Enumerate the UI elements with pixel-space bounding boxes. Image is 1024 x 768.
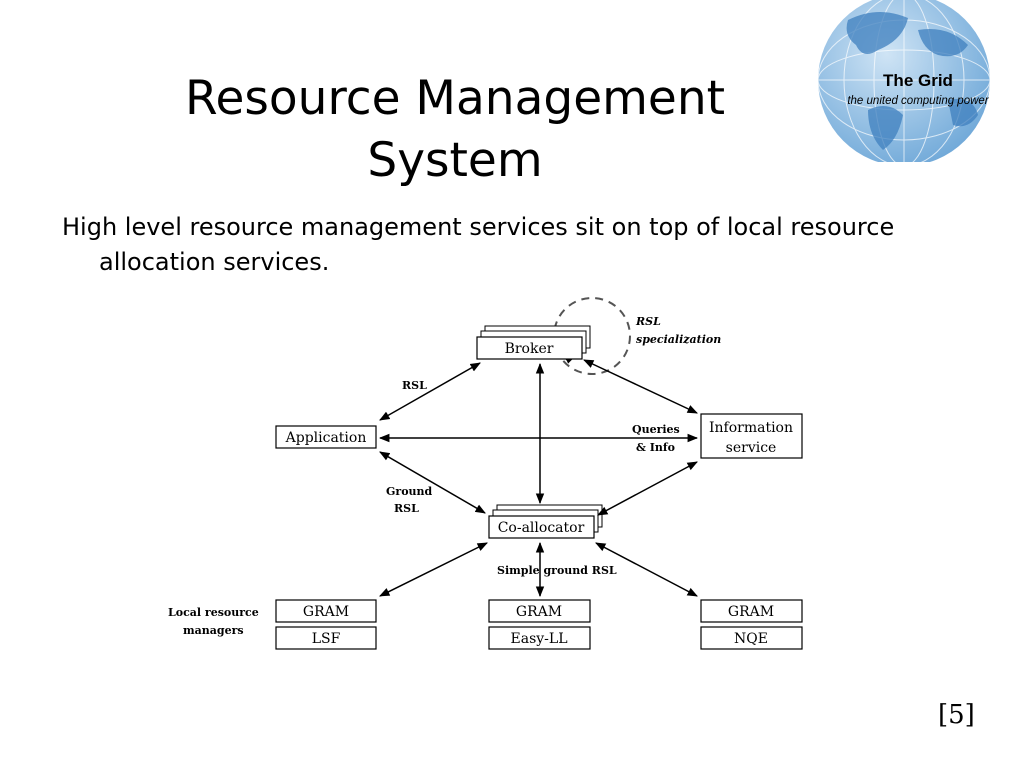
- edge-application-coallocator: [379, 451, 486, 514]
- slide-body-text: High level resource management services …: [62, 213, 895, 276]
- lsf-label: LSF: [312, 631, 341, 647]
- coallocator-node: Co-allocator: [488, 504, 603, 539]
- label-queries-1: Queries: [632, 423, 680, 436]
- edge-coallocator-gram-left: [379, 542, 488, 597]
- gram-lsf-node: GRAM LSF: [275, 599, 377, 650]
- information-service-node: Information service: [700, 413, 803, 459]
- citation: [5]: [938, 700, 975, 730]
- broker-node: Broker: [476, 325, 591, 360]
- edge-broker-application: [379, 362, 481, 421]
- easy-ll-label: Easy-LL: [511, 631, 568, 647]
- edge-information-coallocator: [597, 461, 698, 516]
- gram-right-label: GRAM: [728, 604, 774, 620]
- label-queries-2: & Info: [636, 441, 675, 454]
- gram-left-label: GRAM: [303, 604, 349, 620]
- information-service-label-2: service: [726, 440, 777, 456]
- gram-nqe-node: GRAM NQE: [700, 599, 803, 650]
- coallocator-label: Co-allocator: [498, 520, 585, 536]
- logo-tagline: the united computing power: [847, 95, 989, 107]
- label-ground-2: RSL: [394, 502, 419, 515]
- nqe-label: NQE: [734, 631, 768, 647]
- label-local-2: managers: [183, 624, 244, 637]
- label-ground-1: Ground: [386, 485, 433, 498]
- application-label: Application: [285, 430, 367, 446]
- label-rsl-spec-2: specialization: [636, 333, 721, 346]
- edge-broker-information: [583, 359, 698, 414]
- gram-easyll-node: GRAM Easy-LL: [488, 599, 591, 650]
- logo-title: The Grid: [883, 71, 953, 90]
- broker-label: Broker: [505, 341, 554, 357]
- slide-title: Resource Management System: [120, 68, 790, 192]
- slide-title-line-1: Resource Management: [184, 71, 726, 126]
- grid-logo: The Grid the united computing power: [817, 0, 991, 162]
- edge-coallocator-gram-right: [595, 542, 698, 597]
- globe-icon: [817, 0, 991, 162]
- label-rsl: RSL: [402, 379, 427, 392]
- application-node: Application: [275, 425, 377, 449]
- gram-mid-label: GRAM: [516, 604, 562, 620]
- label-local-1: Local resource: [168, 606, 259, 619]
- label-rsl-spec-1: RSL: [635, 315, 661, 328]
- information-service-label-1: Information: [709, 420, 793, 436]
- label-simple-ground: Simple ground RSL: [497, 564, 617, 577]
- slide-title-line-2: System: [367, 133, 543, 188]
